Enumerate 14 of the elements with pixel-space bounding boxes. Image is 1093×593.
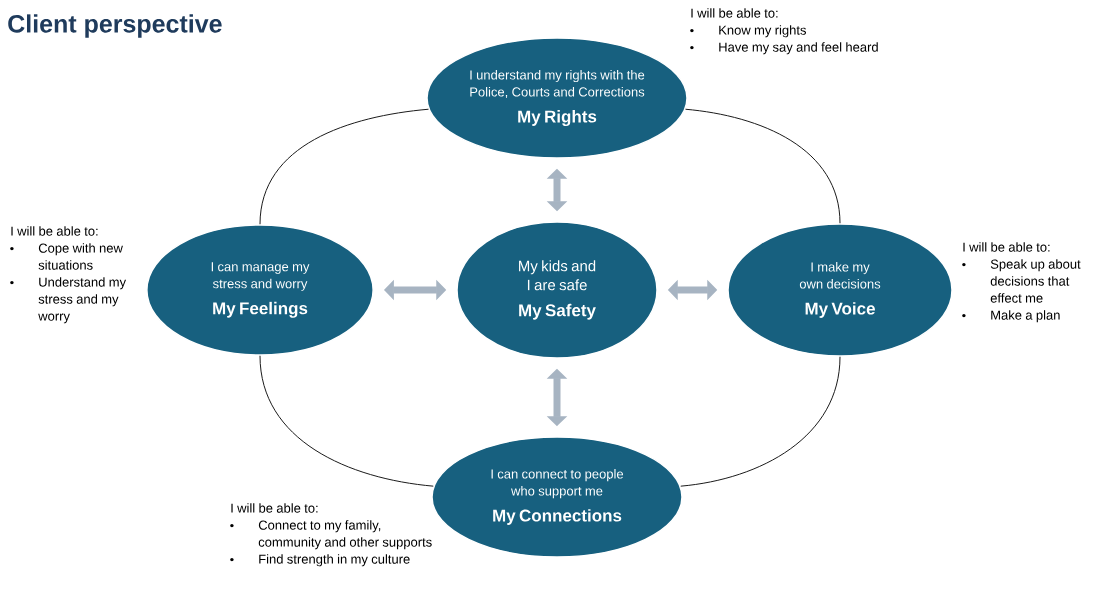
connecting-arc — [685, 108, 841, 224]
connecting-arc — [259, 355, 434, 487]
ellipse-node: I can manage my stress and worry My Feelings — [146, 224, 374, 356]
connecting-arc — [680, 356, 841, 487]
bullet-list: I will be able to: Cope with new situations Understand my stress and my worry — [10, 226, 127, 324]
connecting-arc — [259, 108, 429, 225]
ellipse-node: My kids and I are safe My Safety — [456, 221, 658, 359]
title: Client perspective — [8, 14, 222, 38]
bullet-list: I will be able to: Speak up about decisions that effect me Make a plan — [962, 242, 1081, 323]
bullet-list: I will be able to: Connect to my family, community and other supports Find strength in my culture — [230, 503, 432, 567]
ellipse-node: I make my own decisions My Voice — [727, 223, 953, 357]
bullet-list: I will be able to: Know my rights Have my say and feel heard — [690, 8, 878, 55]
ellipse-node: I can connect to people who support me My Connections — [431, 436, 683, 558]
ellipse-node: I understand my rights with the Police, Courts and Corrections My Rights — [426, 37, 688, 159]
